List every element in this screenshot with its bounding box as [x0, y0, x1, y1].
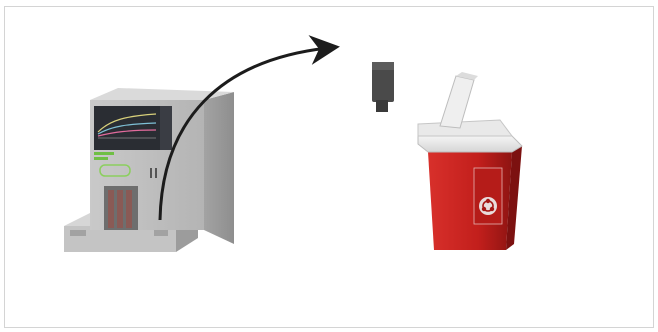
analyzer-screen	[94, 106, 172, 150]
container-lid-flap	[440, 76, 474, 128]
used-cartridge	[372, 62, 394, 112]
biohazard-icon	[479, 197, 497, 215]
sharps-container	[418, 72, 522, 250]
analyzer-instrument	[64, 88, 234, 252]
cartridge-slot	[104, 186, 138, 230]
